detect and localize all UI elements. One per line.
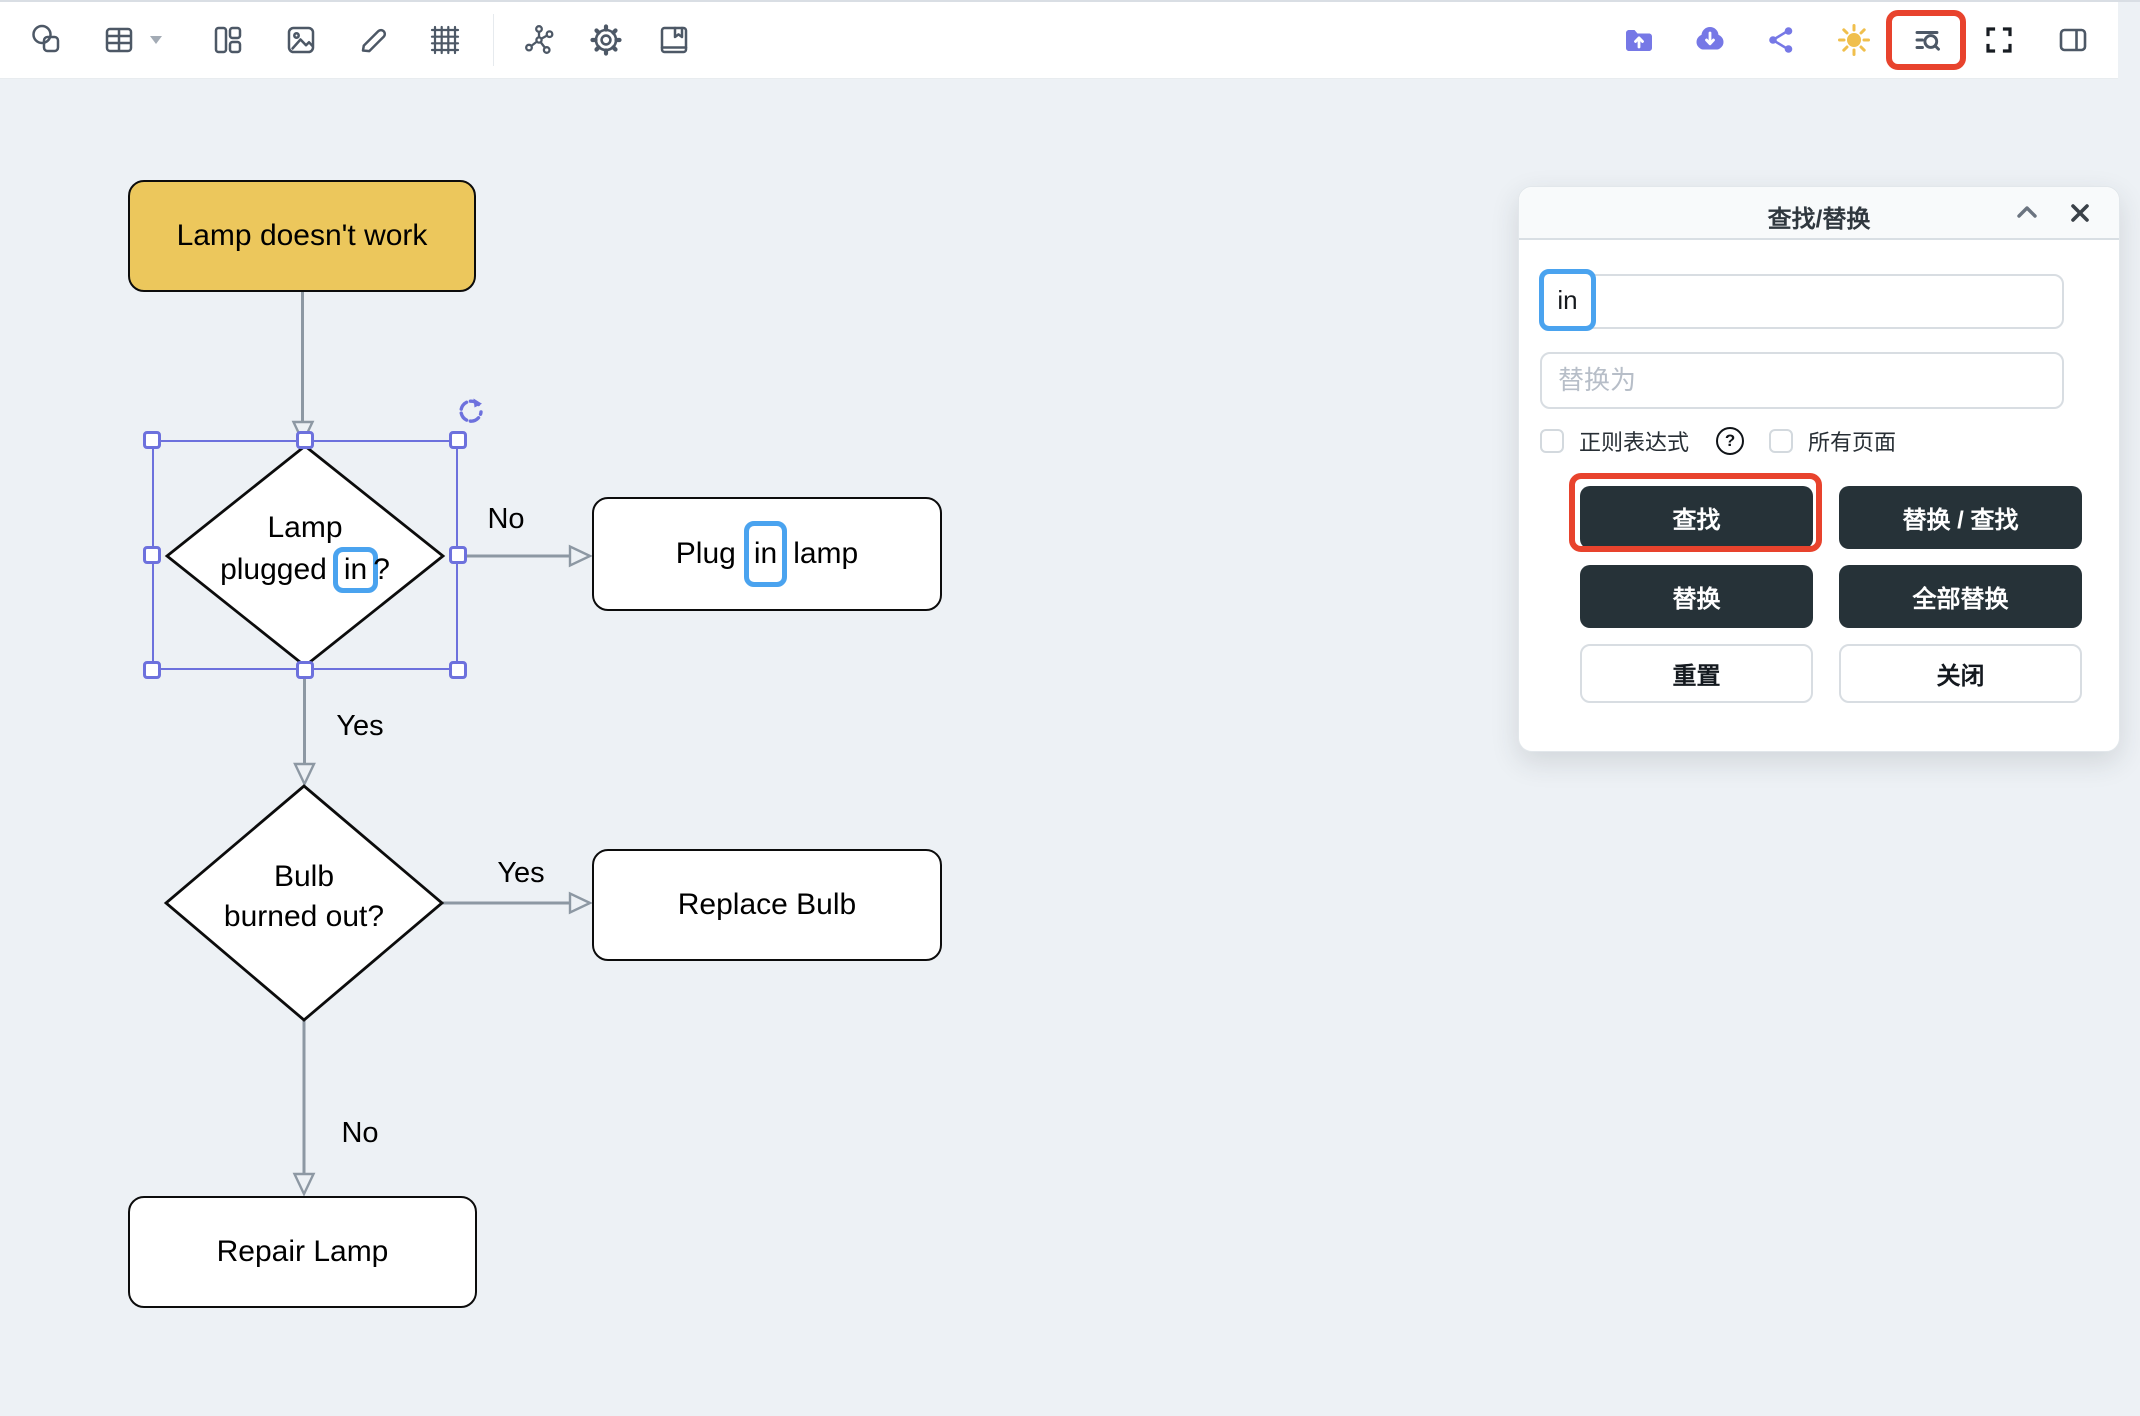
- upload-folder-icon[interactable]: [1620, 21, 1658, 59]
- find-button[interactable]: 查找: [1580, 486, 1813, 549]
- replace-button[interactable]: 替换: [1580, 565, 1813, 628]
- selection-handle-n[interactable]: [296, 431, 314, 449]
- save-library-icon[interactable]: [655, 21, 693, 59]
- window-top-border: [0, 0, 2140, 2]
- all-pages-checkbox[interactable]: [1769, 429, 1794, 453]
- share-icon[interactable]: [1762, 21, 1800, 59]
- replace-input[interactable]: [1540, 352, 2064, 409]
- fullscreen-icon[interactable]: [1980, 21, 2018, 59]
- find-replace-panel: 查找/替换 in 正则表达式 ? 所有页面 查找 替换 / 查找 替换 全部替换…: [1518, 186, 2120, 752]
- edge-label-yes-2[interactable]: Yes: [497, 857, 545, 889]
- node-replace-bulb[interactable]: Replace Bulb: [592, 849, 942, 961]
- rotate-handle-icon[interactable]: [452, 395, 488, 431]
- sidebar-toggle-icon[interactable]: [2054, 21, 2092, 59]
- close-icon[interactable]: [2069, 202, 2091, 224]
- table-dropdown-chevron-icon[interactable]: [146, 21, 166, 59]
- collapse-caret-icon[interactable]: [2015, 203, 2039, 223]
- help-icon[interactable]: ?: [1716, 427, 1745, 455]
- close-button[interactable]: 关闭: [1839, 644, 2082, 703]
- selection-handle-e[interactable]: [449, 546, 467, 564]
- image-icon[interactable]: [282, 21, 320, 59]
- table-icon[interactable]: [100, 21, 138, 59]
- replace-find-button[interactable]: 替换 / 查找: [1839, 486, 2082, 549]
- selection-bounds: [152, 440, 458, 670]
- regex-checkbox[interactable]: [1540, 429, 1564, 453]
- all-pages-label: 所有页面: [1808, 430, 1897, 455]
- shapes-icon[interactable]: [28, 21, 66, 59]
- node-decision2-label[interactable]: Bulb burned out?: [223, 860, 385, 933]
- node-start-label: Lamp doesn't work: [176, 219, 428, 252]
- connectors: [163, 292, 593, 1197]
- selection-handle-w[interactable]: [143, 546, 161, 564]
- decision2-diamond: [163, 784, 445, 1022]
- layout-icon[interactable]: [209, 21, 247, 59]
- find-replace-icon[interactable]: [1908, 21, 1946, 59]
- theme-sun-icon[interactable]: [1835, 21, 1873, 59]
- edit-pencil-icon[interactable]: [354, 21, 392, 59]
- match-highlight-decision1: in: [332, 547, 379, 593]
- selection-handle-ne[interactable]: [449, 431, 467, 449]
- match-highlight-plug: in: [743, 521, 788, 587]
- diagram-canvas[interactable]: [0, 78, 2140, 1416]
- main-toolbar: [0, 2, 2118, 79]
- find-icon-annotation-ring: [1886, 10, 1966, 70]
- selection-handle-nw[interactable]: [143, 431, 161, 449]
- toolbar-divider: [493, 14, 494, 66]
- node-start[interactable]: Lamp doesn't work: [128, 180, 476, 292]
- options-row: 正则表达式 ? 所有页面: [1540, 427, 1896, 455]
- edge-label-no-2[interactable]: No: [341, 1117, 379, 1149]
- panel-header: 查找/替换: [1519, 187, 2119, 240]
- find-input[interactable]: in: [1539, 269, 2064, 331]
- edge-label-no-1[interactable]: No: [487, 503, 525, 535]
- selection-handle-s[interactable]: [296, 661, 314, 679]
- reset-button[interactable]: 重置: [1580, 644, 1813, 703]
- selection-handle-se[interactable]: [449, 661, 467, 679]
- panel-title: 查找/替换: [1767, 206, 1871, 233]
- find-input-match-ring: in: [1539, 269, 1596, 331]
- graph-plugins-icon[interactable]: [520, 21, 558, 59]
- regex-label: 正则表达式: [1579, 430, 1690, 455]
- node-repair-lamp[interactable]: Repair Lamp: [128, 1196, 477, 1308]
- settings-gear-icon[interactable]: [587, 21, 625, 59]
- selection-handle-sw[interactable]: [143, 661, 161, 679]
- download-cloud-icon[interactable]: [1691, 21, 1729, 59]
- replace-all-button[interactable]: 全部替换: [1839, 565, 2082, 628]
- grid-icon[interactable]: [426, 21, 464, 59]
- edge-label-yes-1[interactable]: Yes: [336, 710, 384, 742]
